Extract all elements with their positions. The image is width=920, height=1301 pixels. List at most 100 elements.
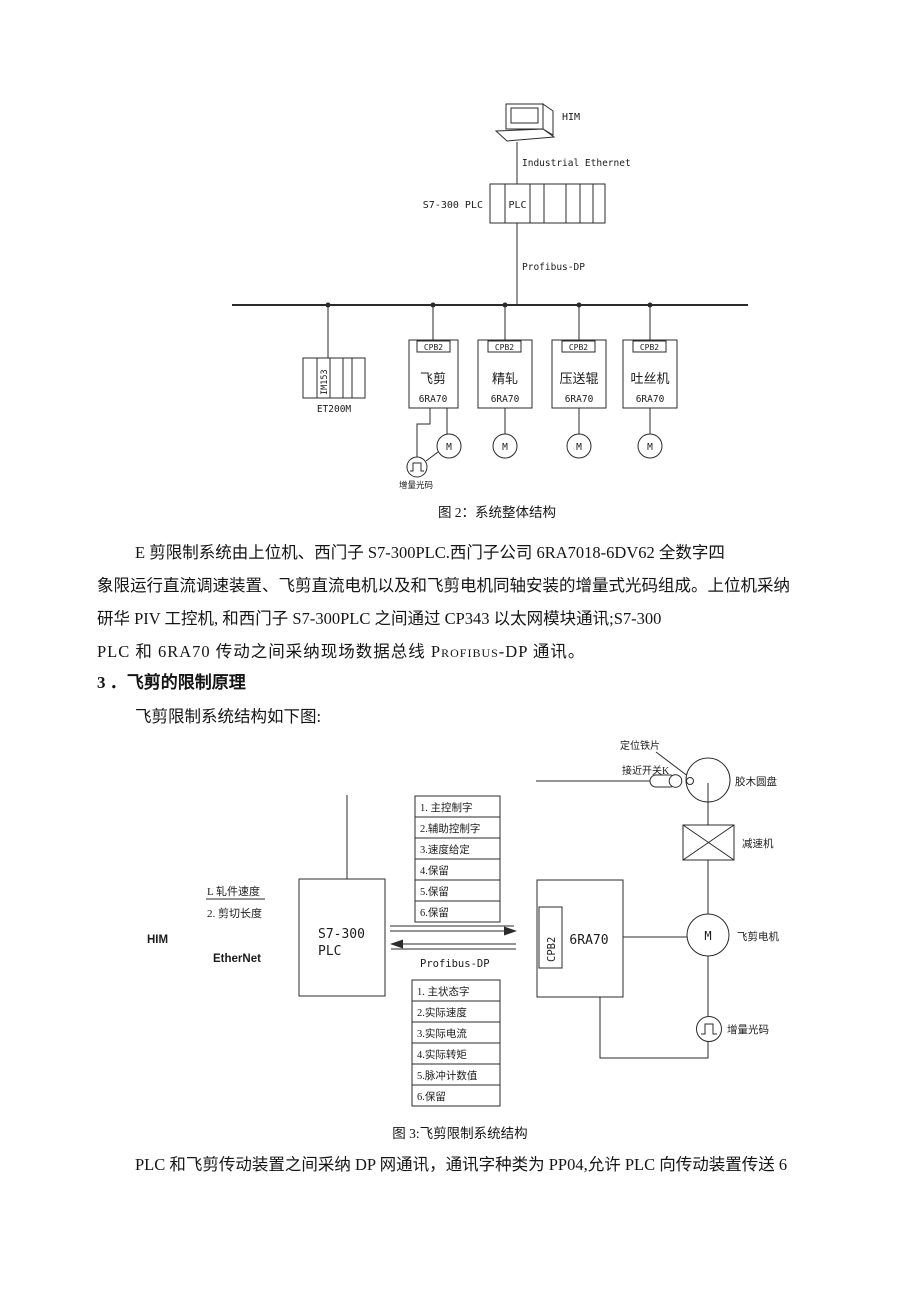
motor-circle — [436, 433, 462, 459]
motor-label: M — [704, 929, 711, 943]
cpb2-label: CPB2 — [546, 937, 558, 962]
profibus-arrows — [390, 925, 517, 950]
encoder-circle — [696, 1016, 722, 1042]
plc-box — [298, 878, 386, 997]
drive-name: 精轧 — [492, 371, 518, 386]
drive-model: 6RA70 — [419, 394, 448, 405]
paragraph-line: E 剪限制系统由上位机、西门子 S7-300PLC.西门子公司 6RA7018-… — [135, 543, 725, 562]
pulse-icon — [701, 1023, 717, 1035]
table-row: 3.实际电流 — [417, 1027, 467, 1040]
drive-feijian: CPB2 飞剪 6RA70 M 增量光码 — [399, 305, 462, 490]
plc-rack-body — [489, 183, 606, 224]
control-word-table: 1. 主控制字 2.辅助控制字 3.速度给定 4.保留 5.保留 6.保留 — [414, 795, 501, 923]
table-row: 6.保留 — [417, 1090, 446, 1103]
monitor-screen — [510, 107, 539, 124]
table-row: 6.保留 — [420, 906, 449, 919]
motor-label: M — [446, 442, 452, 453]
drive-model-label: 6RA70 — [569, 933, 608, 948]
cpb2-tab — [487, 340, 522, 353]
figure3-caption: 图 3:飞剪限制系统结构 — [392, 1126, 528, 1141]
table-row: 4.实际转矩 — [417, 1048, 467, 1061]
figure2-system-diagram: HIM Industrial Ethernet PLC S7-300 PLC P… — [232, 103, 748, 490]
cpb2-tab — [561, 340, 596, 353]
encoder-label: 增量光码 — [727, 1023, 769, 1036]
reducer-diagonal — [682, 824, 735, 861]
plc-box-line1: S7-300 — [318, 927, 365, 942]
reducer-icon — [682, 824, 735, 861]
drive-name: 飞剪 — [420, 371, 446, 386]
plc-box-line2: PLC — [318, 944, 341, 959]
proximity-switch-label: 接近开关K — [622, 764, 670, 777]
industrial-ethernet-label: Industrial Ethernet — [522, 158, 631, 169]
encoder-feedback-line — [599, 997, 709, 1059]
bakelite-disc-label: 胶木圆盘 — [735, 775, 777, 788]
motor-circle — [637, 433, 663, 459]
drive-tusiji: CPB2 吐丝机 6RA70 M — [622, 305, 678, 459]
pulse-icon — [410, 462, 424, 472]
profibus-dp-label: Profibus-DP — [522, 262, 585, 273]
encoder-label: 增量光码 — [399, 480, 433, 490]
encoder-line — [416, 408, 431, 457]
cpb2-box — [538, 906, 563, 969]
ethernet-label: EtherNet — [213, 953, 261, 965]
drive-yasonggun: CPB2 压送辊 6RA70 M — [551, 305, 607, 459]
body-paragraph-1: E 剪限制系统由上位机、西门子 S7-300PLC.西门子公司 6RA7018-… — [97, 536, 825, 668]
cpb2-label: CPB2 — [495, 343, 514, 352]
encoder-circle — [406, 456, 428, 478]
motor-circle — [492, 433, 518, 459]
closing-paragraph: PLC 和飞剪传动装置之间采纳 DP 网通讯，通讯字种类为 PP04,允许 PL… — [135, 1155, 788, 1174]
section-heading: 3 ．飞剪的限制原理 — [97, 673, 246, 692]
table-row: 5.脉冲计数值 — [417, 1069, 478, 1082]
et200m-rack — [302, 357, 366, 399]
figure3-shear-diagram: 定位铁片 接近开关K 胶木圆盘 减速机 M 飞剪电机 — [147, 739, 779, 1107]
reducer-label: 减速机 — [742, 837, 774, 850]
table-row: 2.辅助控制字 — [420, 822, 480, 835]
positioning-plate-label: 定位铁片 — [620, 739, 660, 752]
et200m-label: ET200M — [317, 404, 352, 415]
cpb2-label: CPB2 — [640, 343, 659, 352]
arrow-head-left — [390, 939, 403, 949]
drive-name: 压送辊 — [559, 371, 598, 386]
him-label: HIM — [147, 934, 168, 946]
him-label: HIM — [562, 112, 580, 123]
paragraph-line: PLC 和 6RA70 传动之间采纳现场数据总线 Profibus-DP 通讯。 — [97, 642, 586, 661]
cpb2-label: CPB2 — [569, 343, 588, 352]
shear-motor-label: 飞剪电机 — [737, 930, 779, 943]
table-row: 4.保留 — [420, 864, 449, 877]
table-row: 5.保留 — [420, 885, 449, 898]
drive-name: 吐丝机 — [630, 371, 669, 386]
computer-icon — [494, 103, 556, 142]
drive-jingzha: CPB2 精轧 6RA70 M — [477, 305, 533, 459]
drive-model: 6RA70 — [565, 394, 594, 405]
motor-label: M — [647, 442, 653, 453]
et200m-station: IM153 ET200M — [302, 305, 366, 415]
coupling-line — [425, 451, 439, 462]
plc-rack-label: S7-300 PLC — [423, 200, 483, 211]
cpb2-tab — [416, 340, 451, 353]
drive-model: 6RA70 — [491, 394, 520, 405]
intro-line: 飞剪限制系统结构如下图: — [135, 707, 322, 726]
cpb2-label: CPB2 — [424, 343, 443, 352]
profibus-dp-label: Profibus-DP — [420, 958, 490, 970]
pointer-line — [655, 751, 690, 778]
positioning-plate-dot — [686, 777, 694, 785]
status-word-table: 1. 主状态字 2.实际速度 3.实际电流 4.实际转矩 5.脉冲计数值 6.保… — [411, 979, 501, 1107]
table-row: 3.速度给定 — [420, 843, 470, 856]
table-row: 2.实际速度 — [417, 1006, 467, 1019]
cpb2-tab — [632, 340, 667, 353]
input-label-length: 2. 剪切长度 — [207, 906, 262, 920]
table-row: 1. 主控制字 — [420, 801, 473, 814]
monitor-side — [542, 103, 554, 136]
im153-label: IM153 — [320, 369, 330, 395]
table-row: 1. 主状态字 — [417, 985, 470, 998]
paragraph-line: 象限运行直流调速装置、飞剪直流电机以及和飞剪电机同轴安装的增量式光码组成。上位机… — [97, 576, 790, 595]
motor-circle — [566, 433, 592, 459]
plc-rack: PLC — [489, 183, 606, 224]
proximity-switch-icon — [649, 774, 683, 788]
input-label-speed: L 轧件速度 — [207, 884, 260, 898]
keyboard-base — [494, 128, 556, 142]
motor-label: M — [502, 442, 508, 453]
arrow-head-right — [504, 926, 517, 936]
